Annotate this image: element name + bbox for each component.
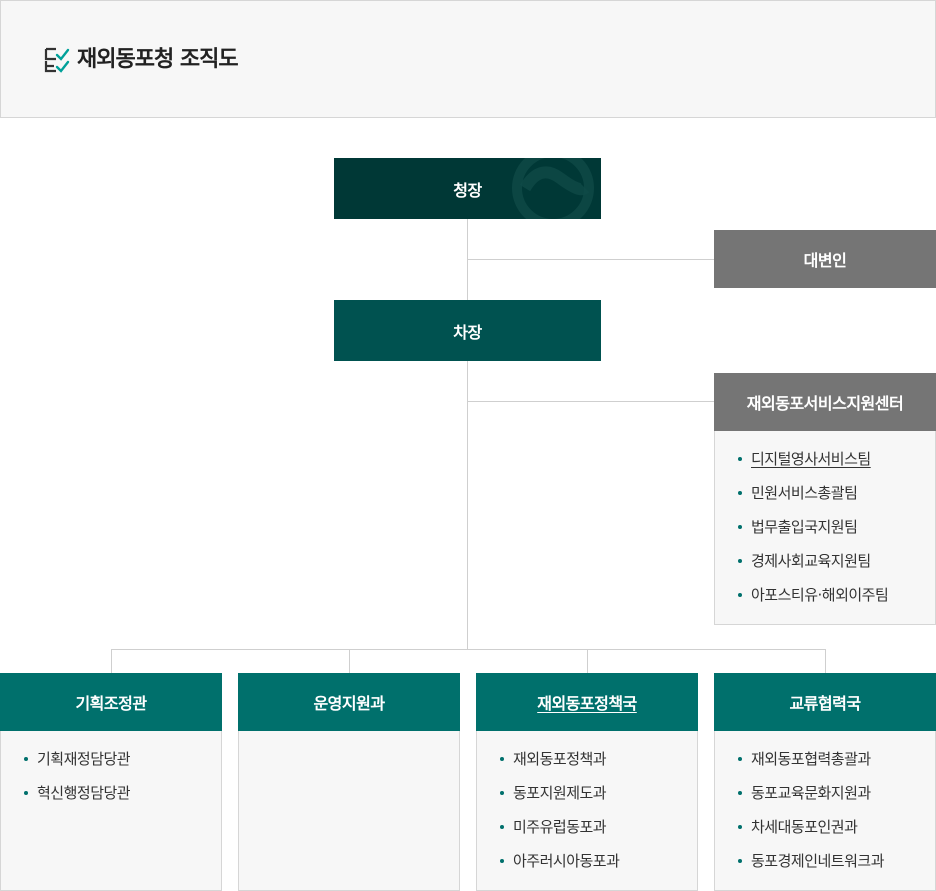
connector-spokesperson [467,259,714,260]
bullet-icon [738,859,742,863]
emblem-watermark-icon [512,158,594,219]
commissioner-label: 청장 [453,180,482,200]
deputy-label: 차장 [453,322,482,342]
service-center-label: 재외동포서비스지원센터 [746,394,904,413]
spokesperson-box[interactable]: 대변인 [714,230,936,288]
bullet-icon [738,457,742,461]
department-label: 교류협력국 [789,694,861,713]
department-planning-panel: 기획재정담당관 혁신행정담당관 [0,731,222,891]
page-header: 재외동포청 조직도 [0,0,936,118]
department-operations[interactable]: 운영지원과 [238,673,460,731]
list-item[interactable]: 법무출입국지원팀 [715,515,935,549]
list-item[interactable]: 재외동포협력총괄과 [715,747,935,781]
commissioner-box[interactable]: 청장 [334,158,601,219]
department-label: 기획조정관 [75,694,147,713]
department-label: 운영지원과 [313,694,385,713]
service-center-panel: 디지털영사서비스팀 민원서비스총괄팀 법무출입국지원팀 경제사회교육지원팀 아포… [714,431,936,625]
bullet-icon [738,791,742,795]
bullet-icon [738,491,742,495]
list-item[interactable]: 동포지원제도과 [477,781,697,815]
department-cooperation-panel: 재외동포협력총괄과 동포교육문화지원과 차세대동포인권과 동포경제인네트워크과 [714,731,936,891]
bullet-icon [738,559,742,563]
department-label: 재외동포정책국 [537,694,637,713]
connector-center [467,401,714,402]
list-item[interactable]: 디지털영사서비스팀 [715,447,935,481]
spokesperson-label: 대변인 [803,251,847,270]
bullet-icon [500,859,504,863]
list-item[interactable]: 민원서비스총괄팀 [715,481,935,515]
page-title: 재외동포청 조직도 [77,47,239,72]
bullet-icon [24,757,28,761]
connector-dept-1 [111,649,112,673]
bullet-icon [500,825,504,829]
connector-dept-3 [587,649,588,673]
bullet-icon [738,525,742,529]
connector-departments [111,649,825,650]
list-item[interactable]: 동포교육문화지원과 [715,781,935,815]
connector-dept-2 [349,649,350,673]
department-policy[interactable]: 재외동포정책국 [476,673,698,731]
bullet-icon [738,825,742,829]
list-item[interactable]: 아주러시아동포과 [477,849,697,883]
list-item[interactable]: 경제사회교육지원팀 [715,549,935,583]
list-item[interactable]: 재외동포정책과 [477,747,697,781]
deputy-box[interactable]: 차장 [334,300,601,361]
bullet-icon [500,757,504,761]
department-operations-panel [238,731,460,891]
list-item[interactable]: 미주유럽동포과 [477,815,697,849]
department-cooperation[interactable]: 교류협력국 [714,673,936,731]
bullet-icon [24,791,28,795]
checklist-icon [44,47,70,73]
list-item[interactable]: 차세대동포인권과 [715,815,935,849]
list-item[interactable]: 혁신행정담당관 [1,781,221,815]
department-planning[interactable]: 기획조정관 [0,673,222,731]
list-item[interactable]: 아포스티유·해외이주팀 [715,583,935,617]
connector-dept-4 [825,649,826,673]
service-center-box[interactable]: 재외동포서비스지원센터 [714,373,936,431]
bullet-icon [500,791,504,795]
connector-main [467,219,468,650]
bullet-icon [738,757,742,761]
list-item[interactable]: 동포경제인네트워크과 [715,849,935,883]
department-policy-panel: 재외동포정책과 동포지원제도과 미주유럽동포과 아주러시아동포과 [476,731,698,891]
list-item[interactable]: 기획재정담당관 [1,747,221,781]
bullet-icon [738,593,742,597]
